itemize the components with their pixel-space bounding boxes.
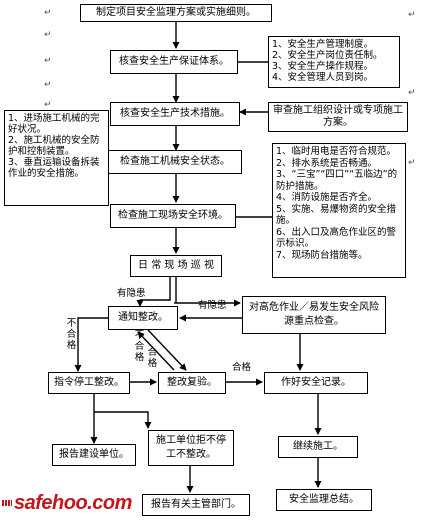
notify-rectify-box: 通知整改。 <box>108 306 178 330</box>
review-plan-box: 审查施工组织设计或专项施工方案。 <box>268 102 408 132</box>
safety-record-box: 作好安全记录。 <box>264 372 368 394</box>
guarantee-items-box: 1、安全生产管理制度。 2、安全生产岗位责任制。 3、安全生产操作规程。 4、安… <box>268 36 400 88</box>
daily-patrol-box: 日 常 现 场 巡 视 <box>130 255 222 277</box>
machinery-items-box: 1、进场施工机械的完好状况。 2、施工机械的安全防护和控制装置。 3、垂直运输设… <box>4 110 109 206</box>
return-mark-icon: ↵ <box>44 56 52 66</box>
check-machinery-box: 检查施工机械安全状态。 <box>108 150 242 174</box>
return-mark-icon: ↵ <box>408 10 416 20</box>
contractor-refuses-box: 施工单位拒不停工不整改。 <box>148 430 234 466</box>
edge-label-not-qualified: 不合格 <box>134 330 145 363</box>
report-owner-box: 报告建设单位。 <box>52 444 136 466</box>
report-authority-box: 报告有关主管部门。 <box>142 494 250 516</box>
edge-label-qualified: 合格 <box>232 362 252 373</box>
check-environment-box: 检查施工现场安全环境。 <box>110 204 236 228</box>
edge-label-hazard: 有隐患 <box>198 300 227 311</box>
edge-label-qualified: 合格 <box>147 347 158 369</box>
high-risk-check-box: 对高危作业／易发生安全风险源重点检查。 <box>242 296 386 334</box>
return-mark-icon: ↵ <box>44 80 52 90</box>
formulate-plan-box: 制定项目安全监理方案或实施细则。 <box>80 4 272 22</box>
check-guarantee-box: 核查安全生产保证体系。 <box>110 50 238 74</box>
safety-summary-box: 安全监理总结。 <box>276 489 372 511</box>
return-mark-icon: ↵ <box>44 100 52 110</box>
safehoo-logo: safehoo.com <box>2 492 132 515</box>
return-mark-icon: ↵ <box>408 158 416 168</box>
return-mark-icon: ↵ <box>44 8 52 18</box>
environment-items-box: 1、临时用电是否符合规范。 2、排水系统是否畅通。 3、“三宝”“四口”“五临边… <box>272 143 406 278</box>
continue-construction-box: 继续施工。 <box>278 436 358 458</box>
edge-label-hazard: 有隐患 <box>117 288 146 299</box>
order-stop-box: 指令停工整改。 <box>48 372 130 394</box>
rectify-recheck-box: 整改复验。 <box>158 372 226 394</box>
check-technical-box: 核查安全生产技术措施。 <box>110 102 240 126</box>
return-mark-icon: ↵ <box>44 30 52 40</box>
edge-label-not-qualified: 不合格 <box>66 318 77 351</box>
return-mark-icon: ↵ <box>408 88 416 98</box>
